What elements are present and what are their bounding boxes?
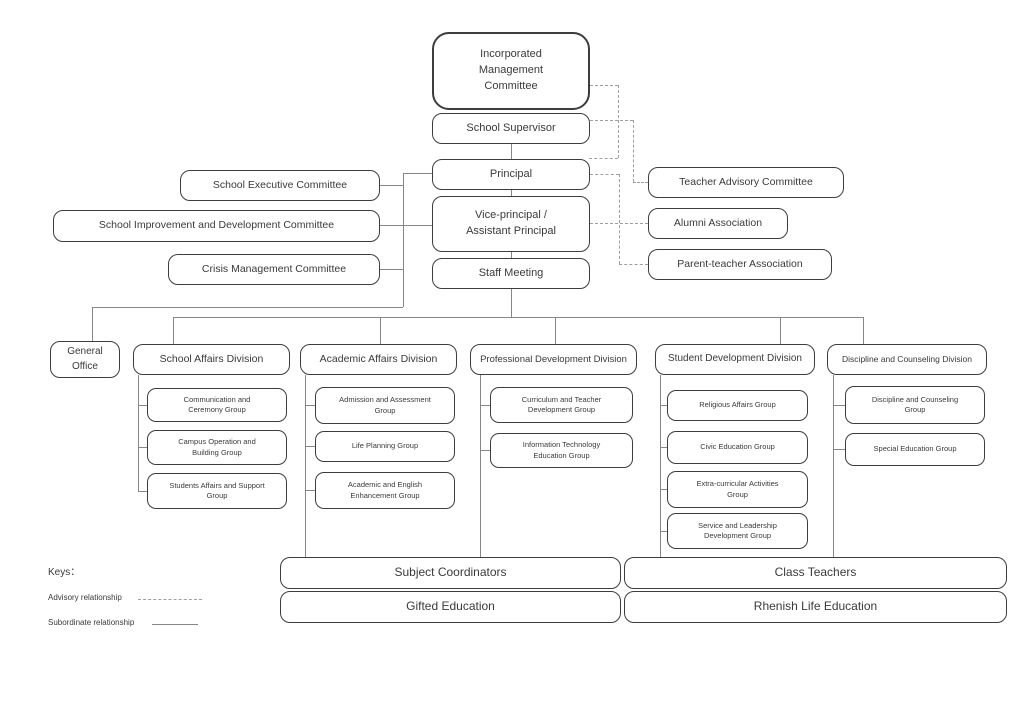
subordinate-connector — [380, 317, 381, 344]
node-campus-operation-building-group: Campus Operation and Building Group — [147, 430, 287, 465]
advisory-connector — [619, 264, 648, 265]
advisory-connector — [633, 182, 648, 183]
subordinate-connector — [511, 252, 512, 258]
subordinate-connector — [305, 405, 315, 406]
subordinate-connector — [92, 307, 93, 341]
subordinate-connector — [833, 405, 845, 406]
node-school-executive-committee: School Executive Committee — [180, 170, 380, 201]
subordinate-connector — [511, 144, 512, 159]
subordinate-connector — [92, 307, 403, 308]
node-discipline-counseling-group: Discipline and Counseling Group — [845, 386, 985, 424]
subordinate-connector — [660, 531, 667, 532]
node-rhenish-life-education: Rhenish Life Education — [624, 591, 1007, 623]
advisory-connector — [619, 174, 620, 264]
subordinate-connector — [511, 289, 512, 317]
node-civic-education-group: Civic Education Group — [667, 431, 808, 464]
node-religious-affairs-group: Religious Affairs Group — [667, 390, 808, 421]
subordinate-connector — [833, 449, 845, 450]
node-general-office: General Office — [50, 341, 120, 378]
node-service-leadership-development-group: Service and Leadership Development Group — [667, 513, 808, 549]
node-students-affairs-support-group: Students Affairs and Support Group — [147, 473, 287, 509]
legend-subordinate-line — [152, 624, 198, 625]
node-extra-curricular-activities-group: Extra-curricular Activities Group — [667, 471, 808, 508]
node-professional-development-division: Professional Development Division — [470, 344, 637, 375]
subordinate-connector — [138, 375, 139, 491]
advisory-connector — [618, 85, 619, 158]
node-academic-english-enhancement-group: Academic and English Enhancement Group — [315, 472, 455, 509]
subordinate-connector — [305, 375, 306, 557]
legend-title: Keys： — [48, 567, 81, 578]
node-principal: Principal — [432, 159, 590, 190]
node-parent-teacher-association: Parent-teacher Association — [648, 249, 832, 280]
subordinate-connector — [380, 225, 432, 226]
node-class-teachers: Class Teachers — [624, 557, 1007, 589]
node-special-education-group: Special Education Group — [845, 433, 985, 466]
node-staff-meeting: Staff Meeting — [432, 258, 590, 289]
advisory-connector — [590, 85, 618, 86]
subordinate-connector — [660, 489, 667, 490]
node-curriculum-teacher-development-group: Curriculum and Teacher Development Group — [490, 387, 633, 423]
subordinate-connector — [660, 375, 661, 557]
subordinate-connector — [305, 446, 315, 447]
node-student-development-division: Student Development Division — [655, 344, 815, 375]
subordinate-connector — [833, 375, 834, 557]
subordinate-connector — [403, 173, 432, 174]
subordinate-connector — [380, 185, 403, 186]
advisory-connector — [590, 120, 633, 121]
subordinate-connector — [173, 317, 174, 344]
subordinate-connector — [480, 375, 481, 557]
node-school-affairs-division: School Affairs Division — [133, 344, 290, 375]
subordinate-connector — [138, 405, 147, 406]
subordinate-connector — [780, 317, 781, 344]
node-gifted-education: Gifted Education — [280, 591, 621, 623]
subordinate-connector — [138, 447, 147, 448]
node-crisis-management-committee: Crisis Management Committee — [168, 254, 380, 285]
advisory-connector — [633, 120, 634, 182]
subordinate-connector — [138, 491, 147, 492]
legend-subordinate-label: Subordinate relationship — [48, 618, 135, 627]
subordinate-connector — [555, 317, 556, 344]
node-life-planning-group: Life Planning Group — [315, 431, 455, 462]
subordinate-connector — [863, 317, 864, 344]
subordinate-connector — [173, 317, 863, 318]
node-teacher-advisory-committee: Teacher Advisory Committee — [648, 167, 844, 198]
subordinate-connector — [660, 405, 667, 406]
subordinate-connector — [480, 450, 490, 451]
advisory-connector — [590, 174, 619, 175]
subordinate-connector — [305, 490, 315, 491]
node-vice-principal: Vice-principal / Assistant Principal — [432, 196, 590, 252]
node-communication-ceremony-group: Communication and Ceremony Group — [147, 388, 287, 422]
node-admission-assessment-group: Admission and Assessment Group — [315, 387, 455, 424]
legend-advisory-line — [138, 599, 202, 600]
node-subject-coordinators: Subject Coordinators — [280, 557, 621, 589]
node-academic-affairs-division: Academic Affairs Division — [300, 344, 457, 375]
node-information-technology-education-group: Information Technology Education Group — [490, 433, 633, 468]
node-incorporated-management-committee: Incorporated Management Committee — [432, 32, 590, 110]
subordinate-connector — [380, 269, 403, 270]
subordinate-connector — [403, 173, 404, 307]
node-school-improvement-development-committee: School Improvement and Development Commi… — [53, 210, 380, 242]
advisory-connector — [589, 158, 618, 159]
node-alumni-association: Alumni Association — [648, 208, 788, 239]
node-discipline-counseling-division: Discipline and Counseling Division — [827, 344, 987, 375]
advisory-connector — [590, 223, 648, 224]
legend-advisory-label: Advisory relationship — [48, 593, 122, 602]
subordinate-connector — [480, 405, 490, 406]
subordinate-connector — [660, 447, 667, 448]
subordinate-connector — [511, 190, 512, 196]
node-school-supervisor: School Supervisor — [432, 113, 590, 144]
